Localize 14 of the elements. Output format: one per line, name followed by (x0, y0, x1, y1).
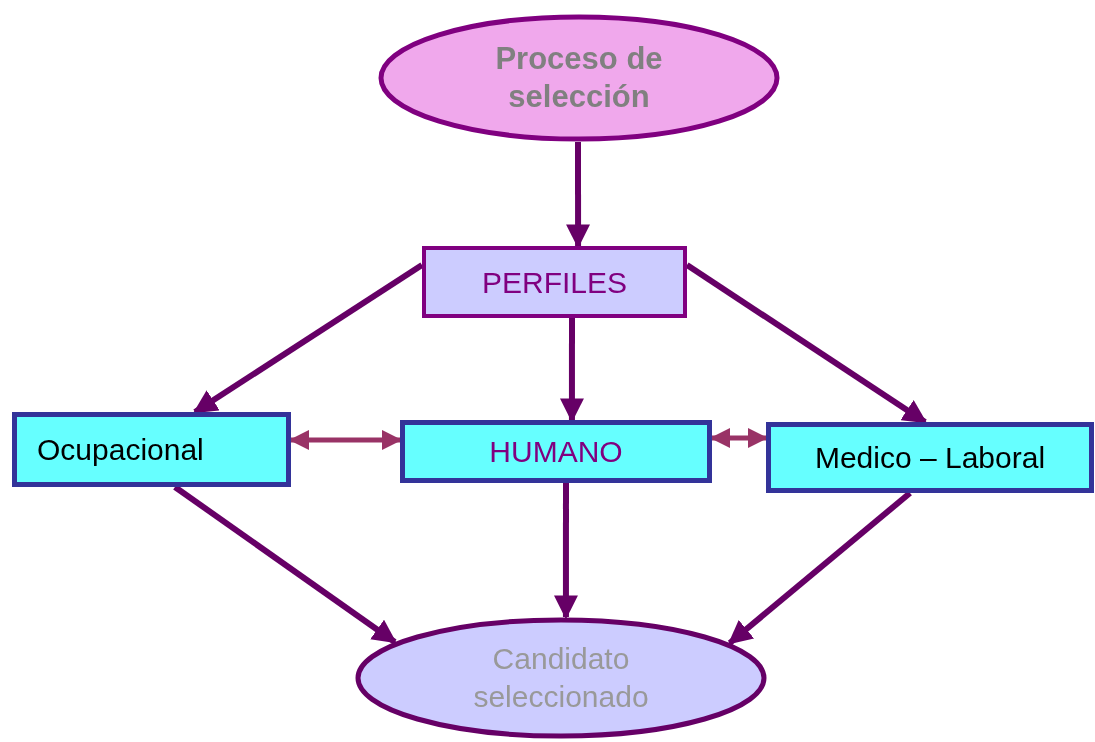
process-box (12, 412, 291, 487)
node-text: Medico – Laboral (814, 440, 1046, 476)
arrow (710, 428, 768, 448)
node-text: PERFILES (481, 264, 628, 301)
process-box (766, 422, 1094, 493)
node-text: Ocupacional (37, 432, 204, 468)
process-box (422, 246, 687, 318)
process-box (400, 420, 712, 483)
arrow (553, 483, 578, 620)
node-text: Candidato seleccionado (472, 641, 650, 715)
node-text: HUMANO (489, 434, 623, 470)
arrow (289, 429, 402, 450)
node-text: Proceso de selección (494, 40, 664, 116)
arrow (566, 142, 591, 249)
